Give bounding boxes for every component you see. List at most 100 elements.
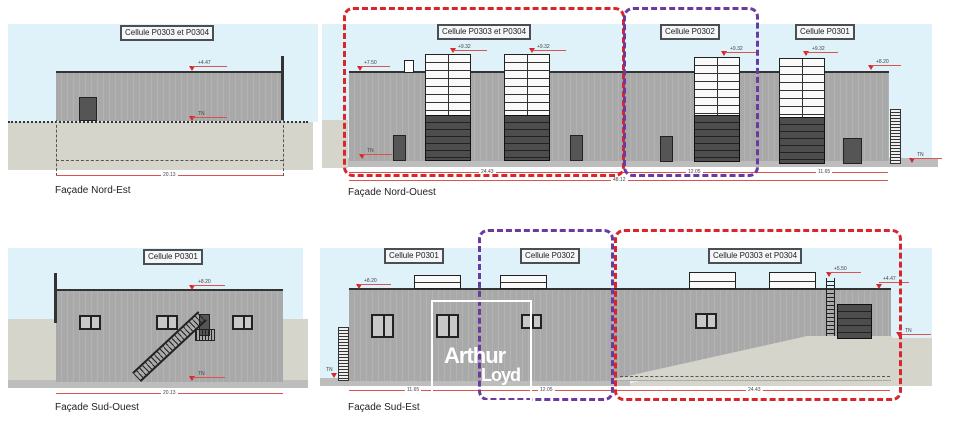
roll-up-door bbox=[779, 117, 825, 164]
window bbox=[695, 313, 717, 329]
level-value: +5.50 bbox=[834, 266, 847, 272]
building-wall bbox=[56, 289, 283, 382]
watermark-logo-line2: Loyd bbox=[481, 365, 521, 385]
dimension-value: 12.05 bbox=[686, 169, 703, 175]
glazed-panel bbox=[694, 57, 740, 117]
skylight bbox=[769, 272, 816, 289]
dimension-value: 24.43 bbox=[479, 169, 496, 175]
level-top: +8.20 bbox=[198, 279, 211, 285]
roll-up-door bbox=[837, 304, 872, 339]
roof-ladder bbox=[826, 278, 835, 336]
dimension-value: 11.65 bbox=[816, 169, 833, 175]
window bbox=[436, 314, 459, 338]
level-line bbox=[806, 52, 838, 53]
window bbox=[156, 315, 178, 330]
level-line bbox=[912, 158, 942, 159]
dimension-value: 24.43 bbox=[746, 387, 763, 393]
building-wall bbox=[56, 71, 283, 121]
highlight-frame-p0303-p0304 bbox=[614, 229, 902, 401]
level-value: +4.47 bbox=[883, 276, 896, 282]
level-tn: TN bbox=[367, 148, 374, 154]
roll-up-door bbox=[504, 115, 550, 161]
service-door bbox=[393, 135, 406, 161]
level-marker-icon bbox=[189, 285, 195, 290]
window bbox=[232, 315, 253, 330]
service-door bbox=[660, 136, 673, 162]
cell-label: Cellule P0302 bbox=[660, 24, 720, 40]
facade-title: Façade Nord-Est bbox=[55, 185, 131, 196]
facade-title: Façade Nord-Ouest bbox=[348, 187, 436, 198]
roof-vent bbox=[404, 60, 414, 73]
cell-label: Cellule P0302 bbox=[520, 248, 580, 264]
level-marker-icon bbox=[721, 51, 727, 56]
level-marker-icon bbox=[909, 158, 915, 163]
level-marker-icon bbox=[357, 66, 363, 71]
level-tn: TN bbox=[905, 328, 912, 334]
roll-up-door bbox=[425, 115, 471, 161]
level-line bbox=[362, 154, 392, 155]
foundation-line bbox=[620, 376, 890, 377]
cell-label: Cellule P0303 et P0304 bbox=[437, 24, 532, 40]
window bbox=[371, 314, 394, 338]
level-marker-icon bbox=[189, 116, 195, 121]
level-line bbox=[359, 284, 391, 285]
double-door bbox=[843, 138, 862, 164]
cell-label: Cellule P0301 bbox=[795, 24, 855, 40]
level-tn: TN bbox=[198, 371, 205, 377]
level-line bbox=[724, 52, 756, 53]
level-marker-icon bbox=[356, 284, 362, 289]
facade-title: Façade Sud-Est bbox=[348, 402, 420, 413]
level-line bbox=[360, 66, 390, 67]
level-marker-icon bbox=[876, 284, 882, 289]
dimension-value: 20.13 bbox=[161, 172, 178, 178]
roof-post bbox=[281, 56, 284, 120]
level-marker-icon bbox=[868, 65, 874, 70]
glazed-panel bbox=[779, 58, 825, 119]
foundation-edge bbox=[56, 120, 57, 176]
double-door bbox=[79, 97, 97, 121]
glazed-panel bbox=[425, 54, 471, 118]
level-line bbox=[899, 334, 931, 335]
level-marker-icon bbox=[359, 154, 365, 159]
exterior-stair bbox=[338, 327, 349, 381]
level-value: +8.20 bbox=[876, 59, 889, 65]
roof-post bbox=[54, 273, 57, 323]
cell-label: Cellule P0303 et P0304 bbox=[708, 248, 803, 264]
skylight bbox=[689, 272, 736, 289]
foundation-edge bbox=[283, 120, 284, 176]
dimension-value: 20.13 bbox=[161, 390, 178, 396]
level-line bbox=[192, 285, 225, 286]
cell-label: Cellule P0301 bbox=[143, 249, 203, 265]
roll-up-door bbox=[694, 115, 740, 162]
level-line bbox=[192, 66, 227, 67]
level-tn: TN bbox=[198, 111, 205, 117]
foundation-line bbox=[56, 160, 283, 161]
skylight bbox=[500, 275, 547, 289]
level-value: +9.32 bbox=[812, 46, 825, 52]
level-marker-icon bbox=[189, 66, 195, 71]
highlight-frame-p0302 bbox=[478, 229, 614, 401]
level-marker-icon bbox=[803, 51, 809, 56]
level-tn: TN bbox=[917, 152, 924, 158]
level-line bbox=[871, 65, 901, 66]
service-door bbox=[570, 135, 583, 161]
dimension-value: 11.65 bbox=[405, 387, 422, 393]
skylight bbox=[414, 275, 461, 289]
exterior-stair bbox=[890, 109, 901, 164]
window bbox=[79, 315, 101, 330]
cell-label: Cellule P0303 et P0304 bbox=[120, 25, 215, 41]
level-line bbox=[829, 272, 861, 273]
watermark-frame bbox=[431, 300, 532, 402]
level-marker-icon bbox=[331, 373, 337, 378]
dimension-total: 48.12 bbox=[611, 177, 628, 183]
cell-label: Cellule P0301 bbox=[384, 248, 444, 264]
ground-strip bbox=[8, 380, 308, 388]
watermark-logo-line1: Arthur bbox=[444, 343, 506, 368]
ground bbox=[8, 122, 313, 170]
level-marker-icon bbox=[826, 272, 832, 277]
level-value: +9.32 bbox=[730, 46, 743, 52]
level-value: +8.20 bbox=[364, 278, 377, 284]
level-marker-icon bbox=[189, 376, 195, 381]
highlight-frame-p0303-p0304 bbox=[343, 7, 625, 177]
facade-title: Façade Sud-Ouest bbox=[55, 402, 139, 413]
